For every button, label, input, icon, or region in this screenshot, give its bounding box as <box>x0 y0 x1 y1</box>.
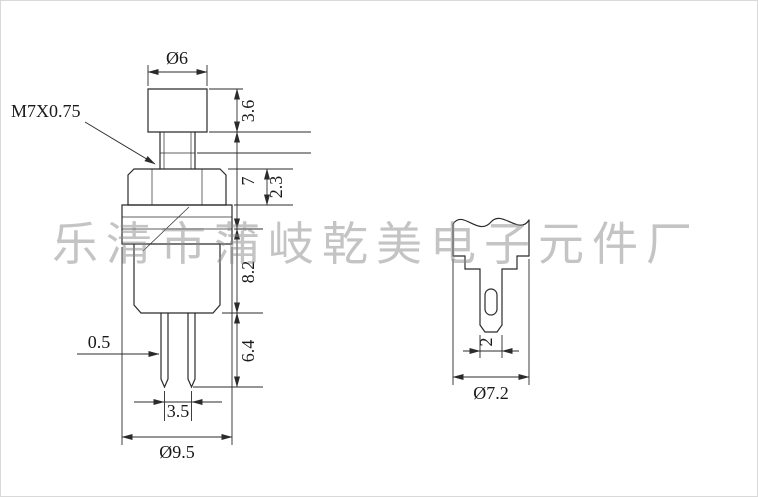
threaded-neck <box>159 131 196 170</box>
section-slash <box>142 206 190 252</box>
washer-flange <box>121 204 233 245</box>
terminal-detail-dimension-lines <box>452 259 530 385</box>
dim-terminal-body-diameter: Ø7.2 <box>473 383 509 403</box>
left-terminal-pin <box>160 312 169 389</box>
watermark-text: 乐清市蒲岐乾美电子元件厂 <box>52 217 700 271</box>
break-line <box>452 217 530 228</box>
dim-terminal-width: 2 <box>476 338 496 347</box>
switch-side-view-outline <box>121 88 233 389</box>
body-sides <box>452 219 530 257</box>
dim-body-diameter: Ø9.5 <box>159 442 195 462</box>
dim-bushing-length: 7 <box>238 177 258 186</box>
right-terminal-pin <box>187 312 196 389</box>
dim-pin-length: 6.4 <box>238 340 258 363</box>
thread-minor-lines <box>163 132 192 169</box>
hex-nut <box>127 168 227 206</box>
button-cap <box>147 88 208 133</box>
dim-cap-diameter: Ø6 <box>166 48 188 68</box>
dim-pin-spacing: 3.5 <box>167 401 190 421</box>
switch-body <box>133 243 221 314</box>
dim-cap-height: 3.6 <box>238 100 258 123</box>
thread-spec-label: M7X0.75 <box>11 101 81 121</box>
washer-lines <box>122 216 232 230</box>
switch-side-view-dimension-lines <box>77 65 311 445</box>
terminal-pin <box>479 268 503 333</box>
dim-pin-thickness: 0.5 <box>88 332 111 352</box>
hex-nut-facets <box>151 169 203 205</box>
terminal-detail-outline <box>452 217 530 333</box>
terminal-slot <box>484 288 498 316</box>
dim-body-height: 8.2 <box>238 261 258 284</box>
dim-nut-thickness: 2.3 <box>266 176 286 199</box>
collar <box>464 255 518 270</box>
